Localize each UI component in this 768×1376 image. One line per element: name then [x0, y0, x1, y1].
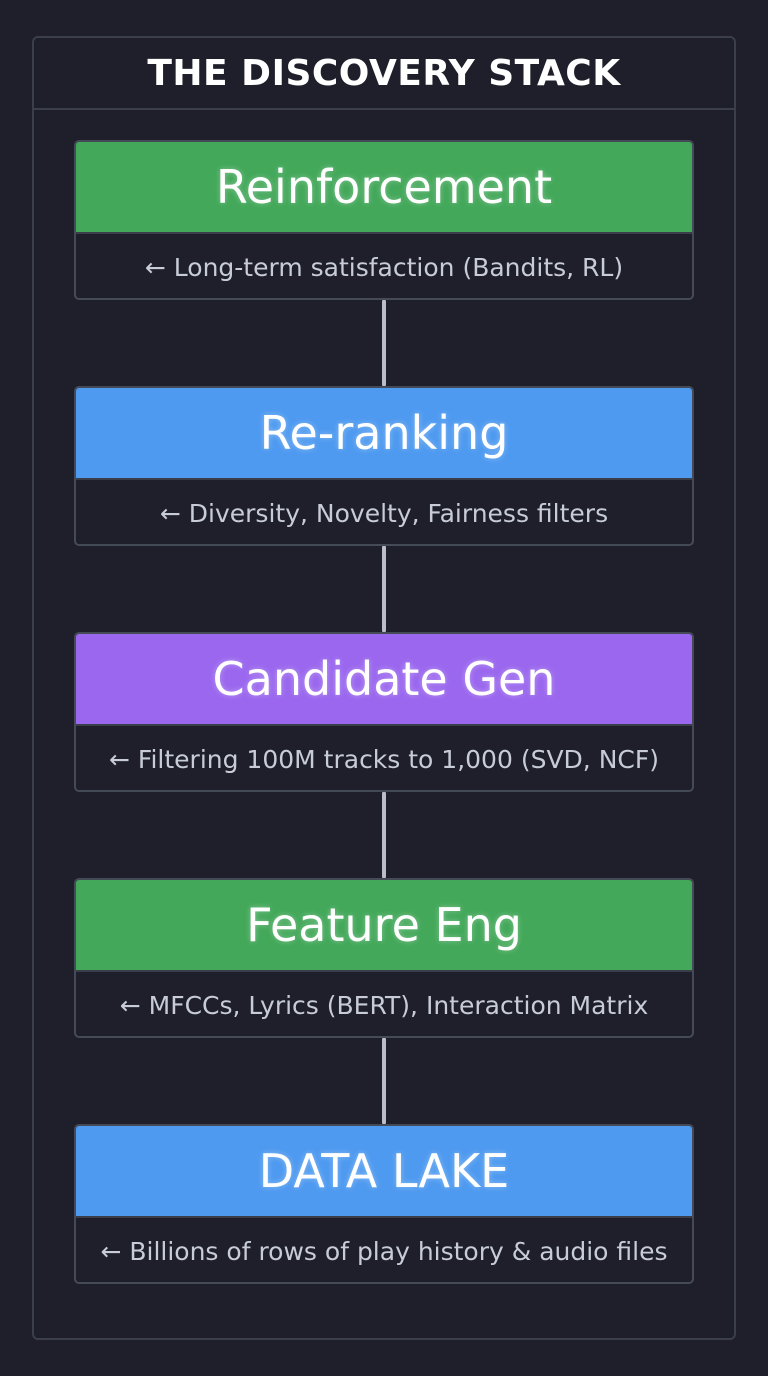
stage-description: ← Diversity, Novelty, Fairness filters [159, 498, 609, 528]
stage-header: Candidate Gen [76, 634, 692, 726]
stage-header: Re-ranking [76, 388, 692, 480]
stage-reinforcement: Reinforcement ← Long-term satisfaction (… [74, 140, 694, 300]
stage-body: ← MFCCs, Lyrics (BERT), Interaction Matr… [76, 972, 692, 1036]
stage-description: ← Filtering 100M tracks to 1,000 (SVD, N… [109, 744, 659, 774]
stage-re-ranking: Re-ranking ← Diversity, Novelty, Fairnes… [74, 386, 694, 546]
connector-1-2 [382, 300, 386, 386]
connector-2-3 [382, 546, 386, 632]
stage-title: DATA LAKE [258, 1144, 510, 1198]
connector-3-4 [382, 792, 386, 878]
diagram-title: THE DISCOVERY STACK [147, 52, 621, 94]
stage-title: Feature Eng [246, 898, 522, 952]
stage-candidate-gen: Candidate Gen ← Filtering 100M tracks to… [74, 632, 694, 792]
stage-header: DATA LAKE [76, 1126, 692, 1218]
diagram-frame: THE DISCOVERY STACK [32, 36, 736, 1340]
stage-header: Feature Eng [76, 880, 692, 972]
stage-title: Reinforcement [215, 160, 553, 214]
stage-body: ← Filtering 100M tracks to 1,000 (SVD, N… [76, 726, 692, 790]
stage-header: Reinforcement [76, 142, 692, 234]
stage-description: ← MFCCs, Lyrics (BERT), Interaction Matr… [119, 990, 649, 1020]
stage-title: Candidate Gen [212, 652, 556, 706]
stage-title: Re-ranking [259, 406, 509, 460]
stage-description: ← Billions of rows of play history & aud… [100, 1236, 668, 1266]
title-bar: THE DISCOVERY STACK [34, 38, 734, 110]
stage-data-lake: DATA LAKE ← Billions of rows of play his… [74, 1124, 694, 1284]
stage-body: ← Billions of rows of play history & aud… [76, 1218, 692, 1282]
stage-description: ← Long-term satisfaction (Bandits, RL) [144, 252, 624, 282]
connector-4-5 [382, 1038, 386, 1124]
stage-feature-eng: Feature Eng ← MFCCs, Lyrics (BERT), Inte… [74, 878, 694, 1038]
stage-body: ← Long-term satisfaction (Bandits, RL) [76, 234, 692, 298]
stage-body: ← Diversity, Novelty, Fairness filters [76, 480, 692, 544]
